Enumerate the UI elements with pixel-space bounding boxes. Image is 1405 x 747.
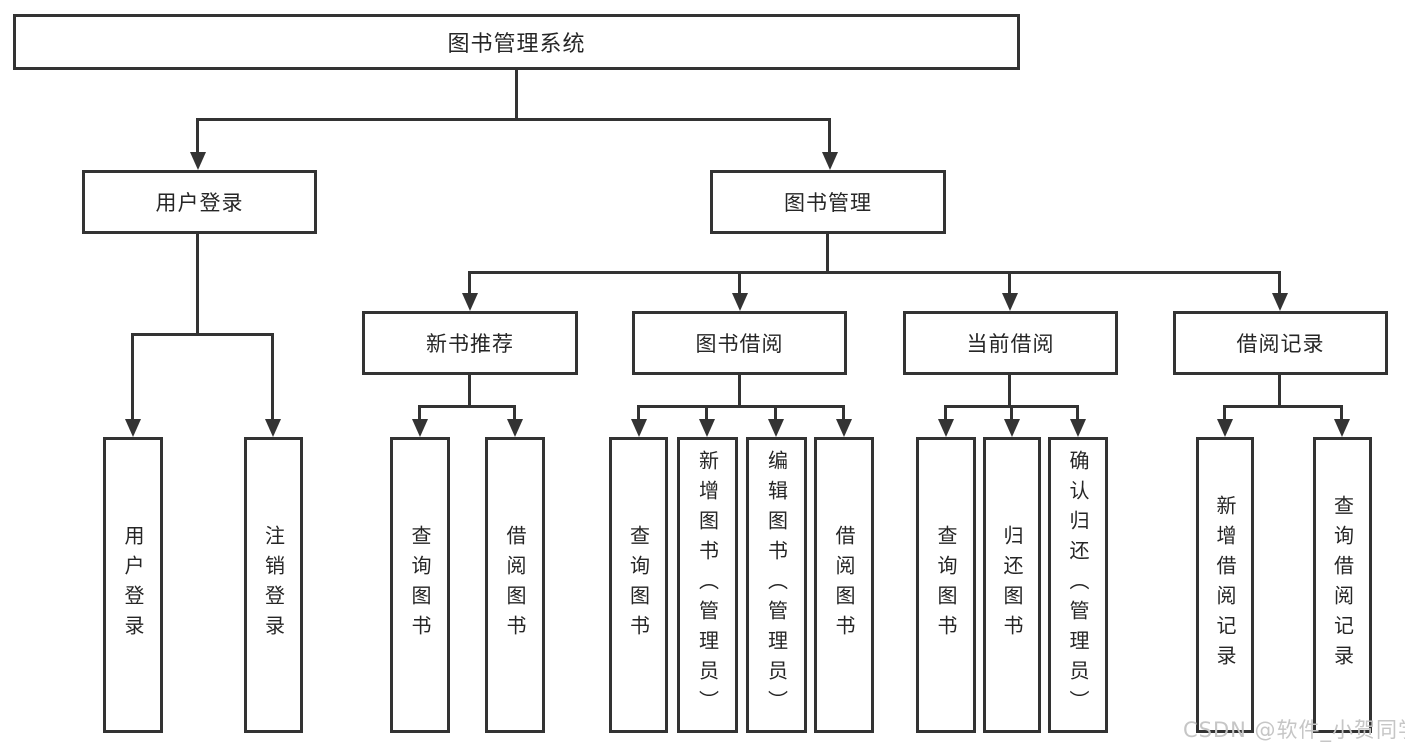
arrow-down-icon: [265, 419, 281, 437]
connector-line: [196, 234, 199, 335]
connector-line: [1340, 405, 1343, 421]
connector-line: [637, 405, 640, 421]
connector-line: [513, 405, 516, 421]
arrow-down-icon: [412, 419, 428, 437]
watermark: CSDN @软件_小贺同学: [1183, 718, 1405, 742]
leaf-query-books-recommend: 查询图书: [390, 437, 450, 733]
arrow-down-icon: [1004, 419, 1020, 437]
connector-line: [1223, 405, 1226, 421]
connector-line: [826, 234, 829, 273]
connector-line: [196, 118, 831, 121]
connector-line: [1008, 375, 1011, 407]
node-user-login: 用户登录: [82, 170, 317, 234]
connector-line: [468, 271, 1281, 274]
connector-line: [1278, 271, 1281, 295]
leaf-return-books: 归还图书: [983, 437, 1041, 733]
connector-line: [828, 118, 831, 154]
connector-line: [1010, 405, 1013, 421]
node-label: 图书管理: [784, 191, 872, 215]
leaf-edit-books-admin: 编辑图书（管理员）: [746, 437, 807, 733]
arrow-down-icon: [631, 419, 647, 437]
arrow-down-icon: [462, 293, 478, 311]
connector-line: [271, 333, 274, 421]
connector-line: [738, 375, 741, 407]
arrow-down-icon: [836, 419, 852, 437]
leaf-borrow-books-recommend: 借阅图书: [485, 437, 545, 733]
connector-line: [738, 271, 741, 295]
node-new-book-recommendation: 新书推荐: [362, 311, 578, 375]
leaf-confirm-return-admin: 确认归还（管理员）: [1048, 437, 1108, 733]
arrow-down-icon: [1217, 419, 1233, 437]
arrow-down-icon: [1070, 419, 1086, 437]
node-book-borrowing: 图书借阅: [632, 311, 847, 375]
connector-line: [705, 405, 708, 421]
connector-line: [637, 405, 845, 408]
connector-line: [131, 333, 134, 421]
connector-line: [515, 70, 518, 120]
arrow-down-icon: [125, 419, 141, 437]
arrow-down-icon: [768, 419, 784, 437]
connector-line: [1278, 375, 1281, 407]
node-label: 借阅记录: [1236, 332, 1325, 356]
leaf-query-books-current: 查询图书: [916, 437, 976, 733]
arrow-down-icon: [1272, 293, 1288, 311]
connector-line: [131, 333, 274, 336]
arrow-down-icon: [699, 419, 715, 437]
connector-line: [944, 405, 947, 421]
connector-line: [196, 118, 199, 154]
arrow-down-icon: [822, 152, 838, 170]
connector-line: [468, 375, 471, 407]
leaf-user-login: 用户登录: [103, 437, 163, 733]
arrow-down-icon: [1002, 293, 1018, 311]
node-current-borrowing: 当前借阅: [903, 311, 1118, 375]
leaf-logout-login: 注销登录: [244, 437, 303, 733]
connector-line: [774, 405, 777, 421]
connector-line: [1008, 271, 1011, 295]
node-book-management: 图书管理: [710, 170, 946, 234]
connector-line: [418, 405, 421, 421]
connector-line: [842, 405, 845, 421]
node-label: 用户登录: [155, 191, 244, 215]
node-label: 当前借阅: [966, 332, 1055, 356]
leaf-borrow-books-borrowing: 借阅图书: [814, 437, 874, 733]
node-label: 图书借阅: [695, 332, 784, 356]
connector-line: [418, 405, 516, 408]
leaf-add-books-admin: 新增图书（管理员）: [677, 437, 738, 733]
leaf-query-books-borrowing: 查询图书: [609, 437, 668, 733]
arrow-down-icon: [732, 293, 748, 311]
node-label: 新书推荐: [426, 332, 514, 356]
connector-line: [1223, 405, 1343, 408]
node-borrowing-records: 借阅记录: [1173, 311, 1388, 375]
arrow-down-icon: [507, 419, 523, 437]
connector-line: [468, 271, 471, 295]
node-library-management-system: 图书管理系统: [13, 14, 1020, 70]
arrow-down-icon: [938, 419, 954, 437]
leaf-add-borrow-record: 新增借阅记录: [1196, 437, 1254, 733]
arrow-down-icon: [1334, 419, 1350, 437]
connector-line: [1076, 405, 1079, 421]
node-label: 图书管理系统: [447, 32, 586, 57]
arrow-down-icon: [190, 152, 206, 170]
leaf-query-borrow-record: 查询借阅记录: [1313, 437, 1372, 733]
